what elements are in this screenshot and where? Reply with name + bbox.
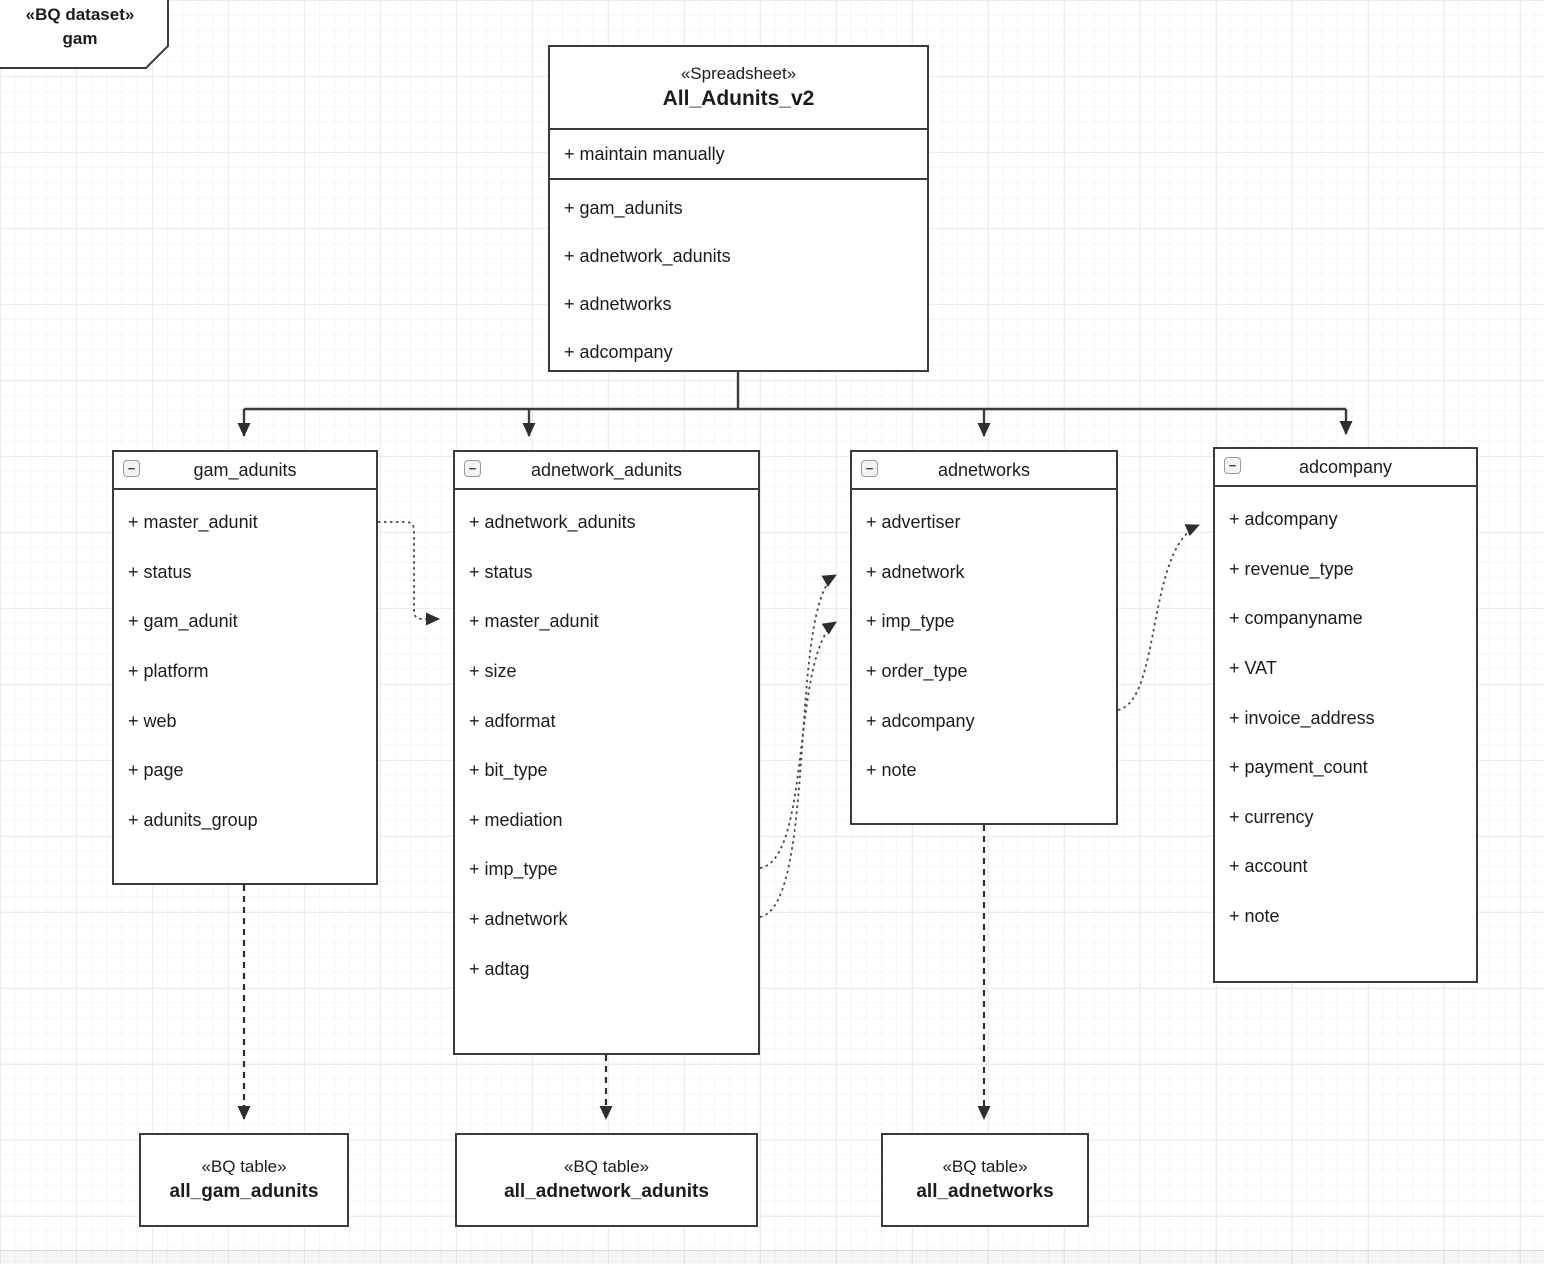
field-row: + adcompany (1229, 509, 1338, 530)
bq-dataset-card-label: «BQ dataset» gam (0, 3, 160, 51)
field-row: + adunits_group (128, 809, 258, 830)
bq-table-name: all_adnetworks (916, 1181, 1054, 1202)
page-boundary-band (0, 1251, 1544, 1264)
field-row: + status (128, 561, 192, 582)
collapse-minus-icon[interactable]: − (1224, 457, 1241, 474)
edge-adnetwork-adunits-imp-type-to-adnetworks[interactable] (759, 621, 837, 869)
field-row: + bit_type (469, 760, 548, 781)
field-row: + imp_type (469, 859, 558, 880)
entity-title: adnetwork_adunits (530, 459, 683, 480)
field-row: + master_adunit (128, 512, 258, 533)
collapse-minus-icon[interactable]: − (464, 460, 481, 477)
bq-table-name: all_gam_adunits (169, 1181, 319, 1202)
entity-gam-adunits-fields: + master_adunit + status + gam_adunit + pla… (114, 490, 376, 845)
bq-dataset-stereotype: «BQ dataset» (25, 5, 135, 24)
field-row: + currency (1229, 806, 1314, 827)
collapse-minus-icon[interactable]: − (861, 460, 878, 477)
bq-table-stereotype: «BQ table» (942, 1157, 1028, 1176)
spreadsheet-box[interactable]: «Spreadsheet» All_Adunits_v2 + maintain … (548, 45, 929, 372)
entity-title: gam_adunits (193, 459, 297, 480)
bq-dataset-card-shape (0, 0, 169, 69)
bq-table-all-adnetworks[interactable]: «BQ table» all_adnetworks (881, 1133, 1089, 1227)
entity-title: adnetworks (937, 459, 1031, 480)
edge-gam-master-adunit-to-adnetwork-adunits[interactable] (378, 521, 440, 626)
field-row: + size (469, 661, 517, 682)
attribute-row: + adnetworks (564, 293, 672, 314)
attribute-row: + adnetwork_adunits (564, 245, 731, 266)
field-row: + order_type (866, 661, 968, 682)
entity-adcompany[interactable]: − adcompany + adcompany + revenue_type + c… (1213, 447, 1478, 983)
field-row: + adnetwork_adunits (469, 512, 636, 533)
entity-adnetworks-header: − adnetworks (852, 452, 1116, 490)
entity-title: adcompany (1298, 456, 1393, 477)
field-row: + master_adunit (469, 611, 599, 632)
attribute-row: + maintain manually (564, 143, 725, 164)
field-row: + payment_count (1229, 757, 1368, 778)
bq-table-stereotype: «BQ table» (563, 1157, 650, 1176)
edge-spreadsheet-tree[interactable] (237, 372, 1353, 437)
field-row: + platform (128, 661, 209, 682)
field-row: + revenue_type (1229, 558, 1354, 579)
bq-table-name: all_adnetwork_adunits (504, 1181, 709, 1202)
field-row: + adnetwork (469, 909, 568, 930)
field-row: + invoice_address (1229, 707, 1375, 728)
edge-adnetworks-adcompany-to-adcompany[interactable] (1117, 524, 1200, 711)
edge-adnetwork-adunits-adnetwork-to-adnetworks[interactable] (759, 574, 837, 918)
entity-adnetwork-adunits[interactable]: − adnetwork_adunits + adnetwork_adunits+… (453, 450, 760, 1055)
attribute-row: + adcompany (564, 341, 673, 362)
attribute-row: + gam_adunits (564, 197, 683, 218)
field-row: + mediation (469, 809, 563, 830)
field-row: + gam_adunit (128, 611, 238, 632)
field-row: + imp_type (866, 611, 955, 632)
spreadsheet-name: All_Adunits_v2 (662, 87, 815, 110)
field-row: + account (1229, 856, 1308, 877)
entity-adnetwork-adunits-fields: + adnetwork_adunits + status + master_adun… (455, 490, 758, 994)
spreadsheet-attributes: + gam_adunits + adnetwork_adunits + adnetw… (550, 180, 927, 376)
page-boundary-line (0, 1250, 1544, 1251)
field-row: + note (1229, 906, 1280, 927)
bq-table-stereotype: «BQ table» (201, 1157, 287, 1176)
field-row: + companyname (1229, 608, 1363, 629)
bq-table-all-adnetwork-adunits[interactable]: «BQ table» all_adnetwork_adunits (455, 1133, 758, 1227)
bq-table-all-gam-adunits[interactable]: «BQ table» all_gam_adunits (139, 1133, 349, 1227)
field-row: + advertiser (866, 512, 961, 533)
field-row: + web (128, 710, 177, 731)
field-row: + note (866, 760, 917, 781)
field-row: + VAT (1229, 658, 1277, 679)
entity-adnetwork-adunits-header: − adnetwork_adunits (455, 452, 758, 490)
field-row: + adcompany (866, 710, 975, 731)
bq-dataset-name: gam (62, 28, 98, 48)
entity-adcompany-fields: + adcompany + revenue_type + companyname + … (1215, 487, 1476, 941)
entity-gam-adunits-header: − gam_adunits (114, 452, 376, 490)
entity-adnetworks-fields: + advertiser + adnetwork + imp_type + order… (852, 490, 1116, 796)
spreadsheet-primary-attributes: + maintain manually (550, 130, 927, 180)
field-row: + adformat (469, 710, 556, 731)
entity-adcompany-header: − adcompany (1215, 449, 1476, 487)
spreadsheet-header: «Spreadsheet» All_Adunits_v2 (550, 47, 927, 130)
entity-adnetworks[interactable]: − adnetworks + advertiser + adnetwork + im… (850, 450, 1118, 825)
field-row: + page (128, 760, 184, 781)
bq-dataset-card[interactable]: «BQ dataset» gam (0, 0, 180, 72)
collapse-minus-icon[interactable]: − (123, 460, 140, 477)
entity-gam-adunits[interactable]: − gam_adunits + master_adunit + status + g… (112, 450, 378, 885)
spreadsheet-stereotype: «Spreadsheet» (680, 64, 797, 83)
field-row: + adtag (469, 958, 530, 979)
field-row: + adnetwork (866, 561, 965, 582)
field-row: + status (469, 561, 533, 582)
